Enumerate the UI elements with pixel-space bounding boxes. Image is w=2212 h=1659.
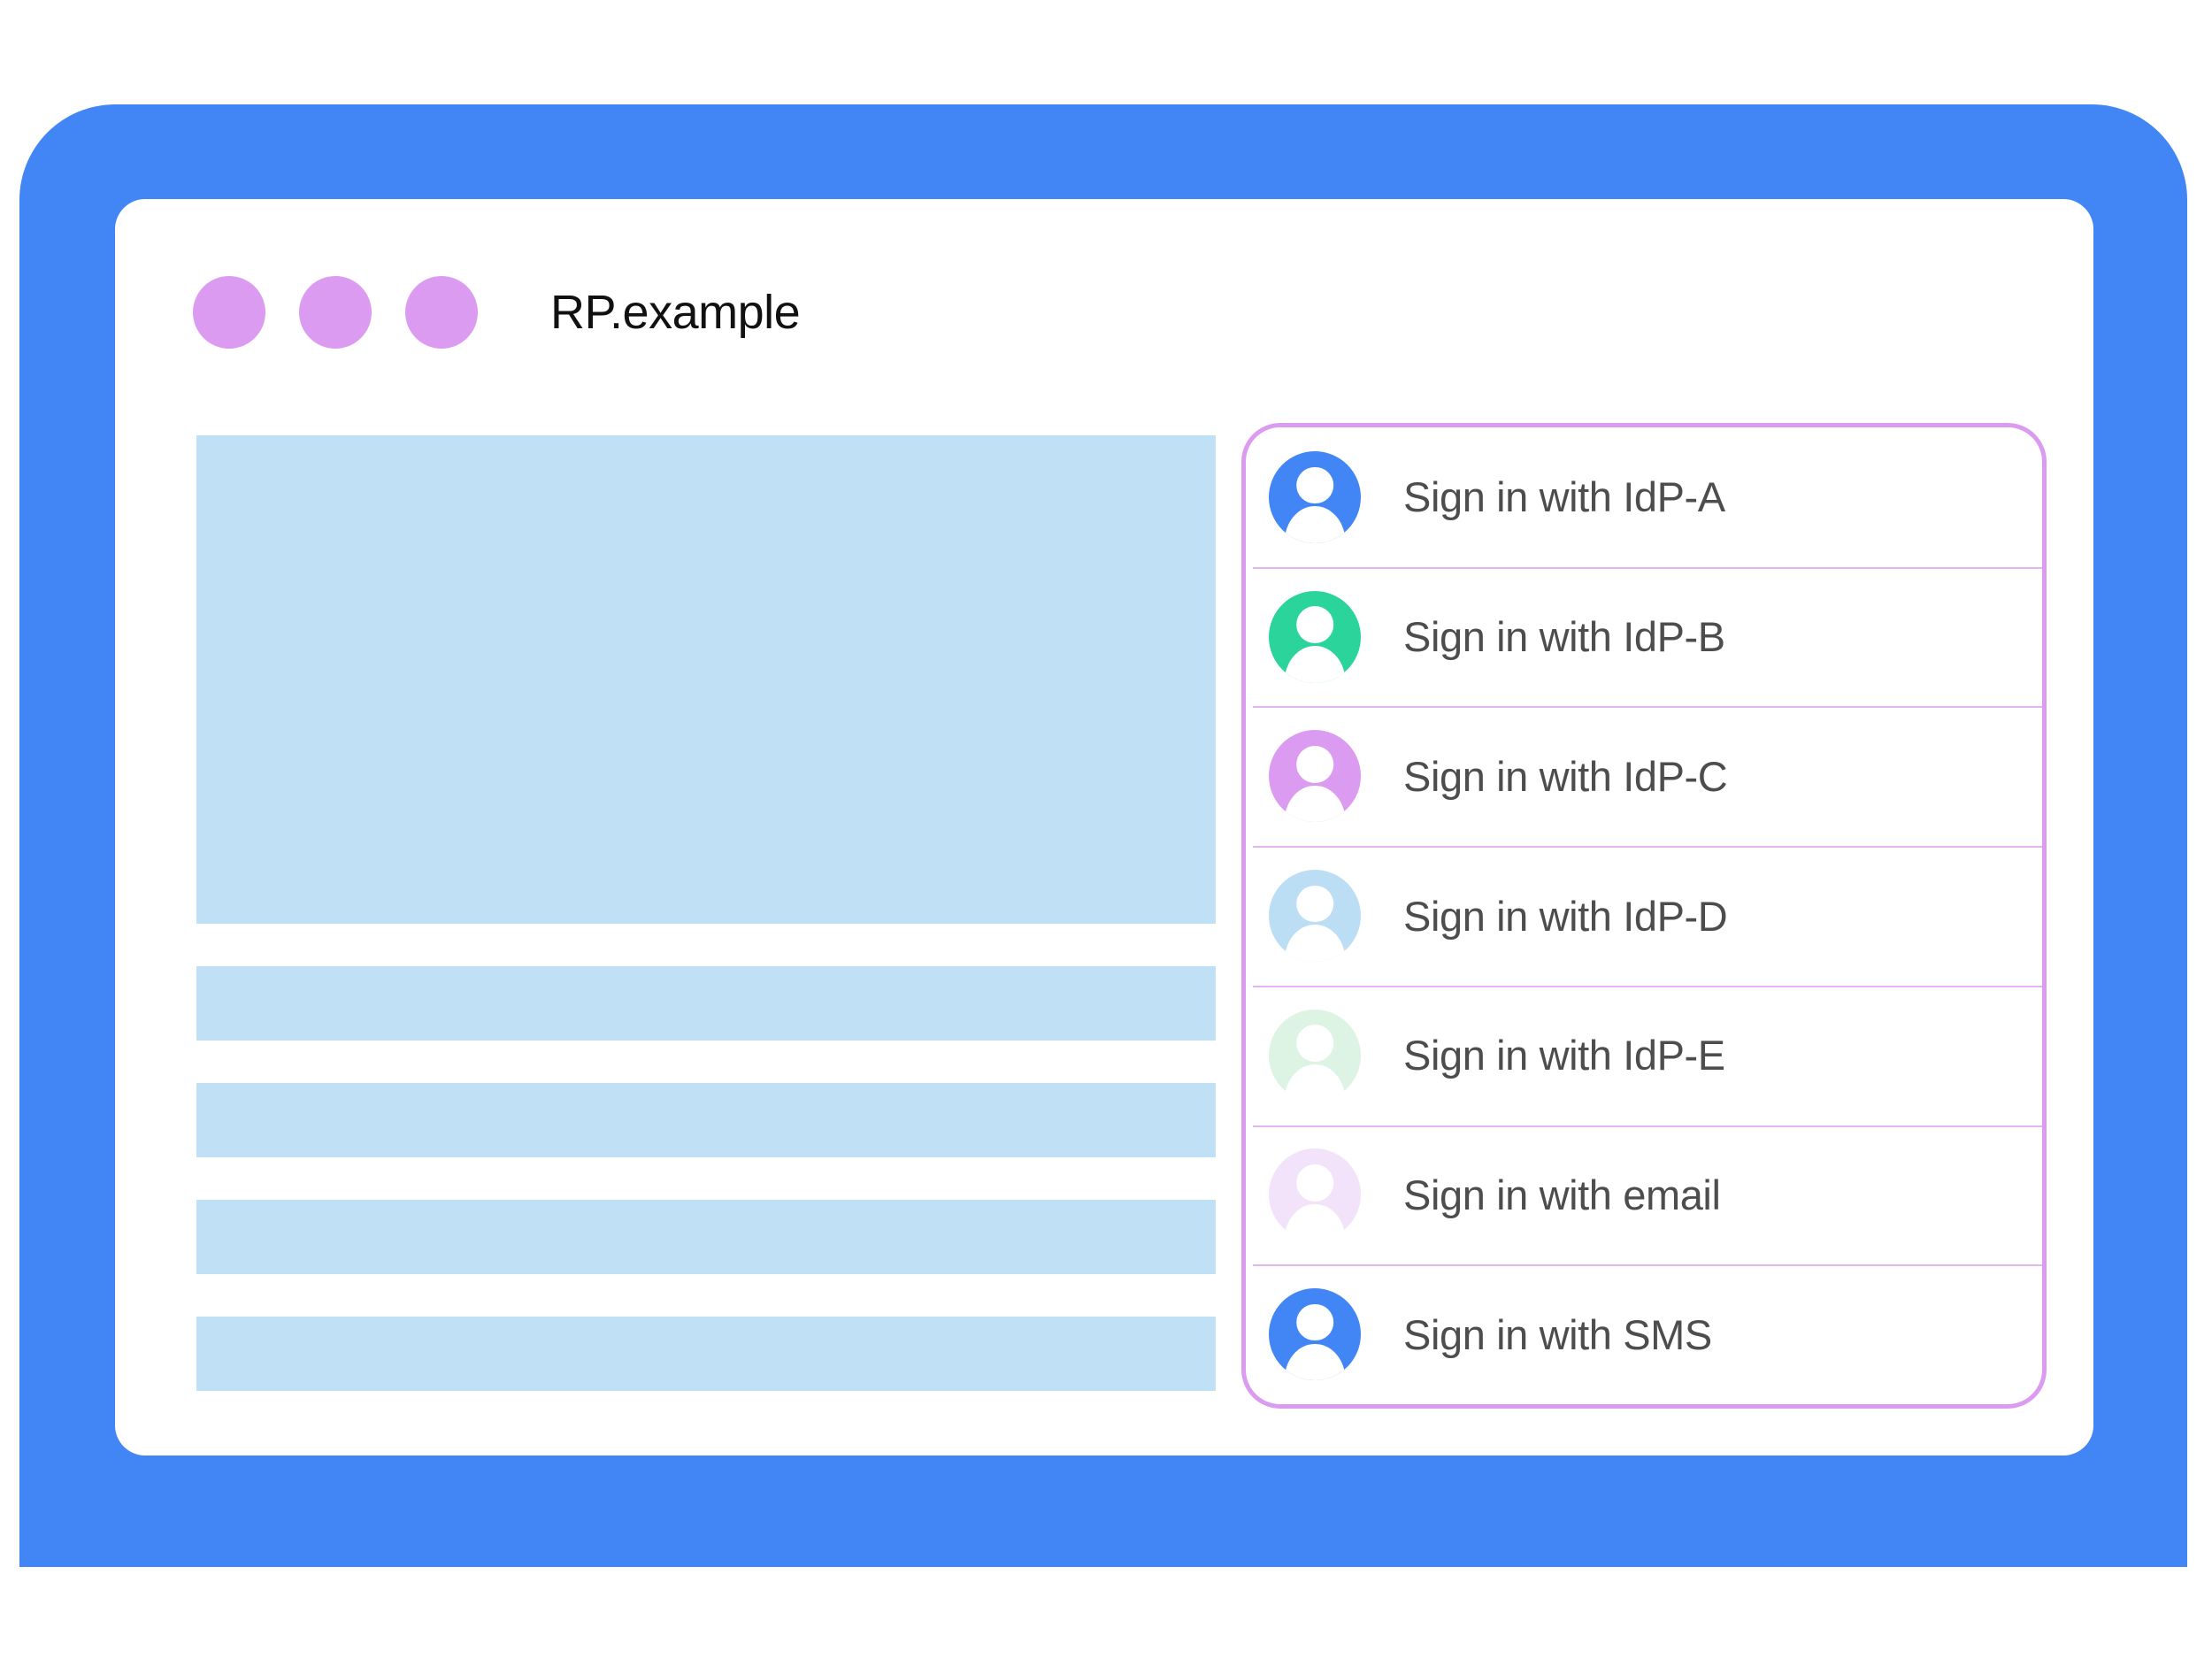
hero-placeholder <box>196 435 1216 924</box>
sign-in-option-idp-c[interactable]: Sign in with IdP-C <box>1246 706 2042 846</box>
sign-in-option-label: Sign in with IdP-C <box>1403 752 1728 800</box>
text-line-placeholder-3 <box>196 1200 1216 1274</box>
sign-in-option-idp-e[interactable]: Sign in with IdP-E <box>1246 985 2042 1125</box>
account-avatar-icon <box>1269 870 1361 963</box>
device-bottom-rail-right <box>1741 1455 2187 1567</box>
text-line-placeholder-4 <box>196 1317 1216 1391</box>
account-avatar-icon <box>1269 450 1361 543</box>
account-avatar-icon <box>1269 1148 1361 1241</box>
titlebar-dot-3-icon[interactable] <box>405 276 478 349</box>
account-avatar-icon <box>1269 590 1361 683</box>
sign-in-option-label: Sign in with IdP-D <box>1403 892 1728 940</box>
page-content-column <box>196 435 1216 1391</box>
text-line-placeholder-2 <box>196 1083 1216 1157</box>
sign-in-option-label: Sign in with IdP-B <box>1403 613 1725 661</box>
sign-in-option-label: Sign in with IdP-A <box>1403 473 1725 521</box>
account-avatar-icon <box>1269 730 1361 823</box>
titlebar-dot-1-icon[interactable] <box>193 276 265 349</box>
text-line-placeholder-1 <box>196 966 1216 1041</box>
home-button[interactable] <box>1624 1458 1730 1564</box>
account-avatar-icon <box>1269 1009 1361 1102</box>
sign-in-option-label: Sign in with email <box>1403 1171 1721 1218</box>
sign-in-option-idp-d[interactable]: Sign in with IdP-D <box>1246 846 2042 986</box>
account-chooser-dialog: Sign in with IdP-A Sign in with IdP-B Si… <box>1241 423 2047 1409</box>
sign-in-option-label: Sign in with SMS <box>1403 1310 1712 1358</box>
sign-in-option-sms[interactable]: Sign in with SMS <box>1246 1264 2042 1404</box>
page-title: RP.example <box>550 286 801 339</box>
sign-in-option-idp-b[interactable]: Sign in with IdP-B <box>1246 566 2042 707</box>
titlebar: RP.example <box>193 276 801 349</box>
device-bottom-rail-left <box>19 1455 1577 1567</box>
account-avatar-icon <box>1269 1288 1361 1381</box>
sign-in-option-email[interactable]: Sign in with email <box>1246 1125 2042 1265</box>
titlebar-dot-2-icon[interactable] <box>299 276 372 349</box>
sign-in-option-idp-a[interactable]: Sign in with IdP-A <box>1246 427 2042 567</box>
sign-in-option-label: Sign in with IdP-E <box>1403 1032 1725 1079</box>
